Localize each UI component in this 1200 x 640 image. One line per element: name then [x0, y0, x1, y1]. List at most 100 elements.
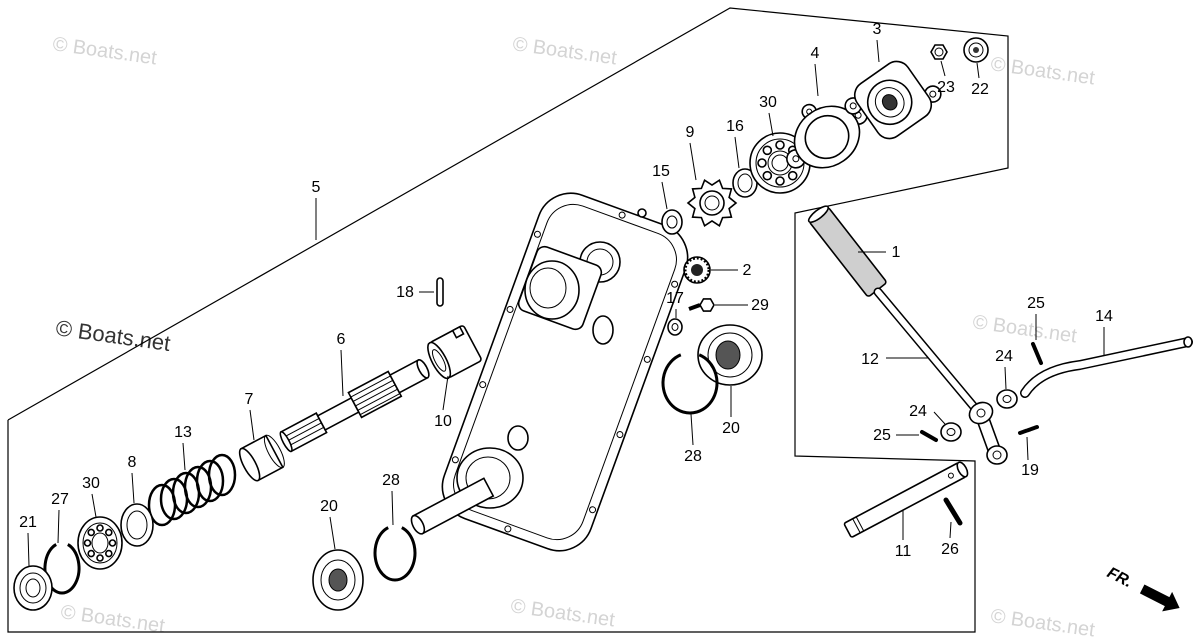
callout-label: 17 [666, 290, 684, 307]
leader-line [391, 490, 394, 526]
callout-label: 28 [684, 448, 702, 465]
leader-line [814, 63, 819, 97]
part-23-nut [930, 44, 948, 60]
callout-labels: 5 3 4 30 16 9 15 23 22 1 2 29 17 18 6 10… [19, 21, 1113, 560]
watermark-text: © Boats.net [511, 33, 618, 69]
leader-line [1026, 436, 1029, 461]
callout-label: 24 [995, 348, 1013, 365]
callout-label: 15 [652, 163, 670, 180]
part-28-snap-ring [373, 526, 417, 582]
callout-label: 4 [811, 45, 820, 62]
callout-label: 16 [726, 118, 744, 135]
watermark-text: © Boats.net [51, 33, 158, 69]
watermark-text: © Boats.net [989, 53, 1096, 89]
part-27-snap-ring [43, 543, 81, 595]
part-9-sprocket [686, 178, 738, 228]
callout-label: 6 [337, 331, 346, 348]
leader-line [690, 413, 694, 446]
callout-label: 22 [971, 81, 989, 98]
watermark-text: © Boats.net [54, 315, 172, 356]
leader-line [734, 136, 740, 169]
callout-label: 21 [19, 514, 37, 531]
part-20-seal [312, 549, 364, 611]
part-6-shaft [279, 358, 430, 453]
part-12-rod [873, 287, 1008, 465]
leader-line [976, 62, 980, 79]
callout-label: 23 [937, 79, 955, 96]
callout-label: 20 [320, 498, 338, 515]
part-15-washer [661, 209, 683, 235]
callout-label: 20 [722, 420, 740, 437]
callout-label: 2 [743, 262, 752, 279]
callout-label: 30 [82, 475, 100, 492]
part-21-seal [13, 565, 53, 611]
callout-label: 13 [174, 424, 192, 441]
leader-line [768, 112, 774, 137]
leader-line [933, 411, 946, 425]
part-28-snap-ring [661, 353, 719, 415]
callout-label: 12 [861, 351, 879, 368]
part-24-washer [996, 389, 1018, 409]
part-17-washer [667, 318, 683, 336]
leader-line [1004, 366, 1007, 390]
leader-line [249, 409, 255, 441]
callout-label: 25 [1027, 295, 1045, 312]
part-2-nut [683, 256, 711, 284]
part-3-cover [844, 60, 942, 140]
callout-label: 25 [873, 427, 891, 444]
callout-label: 7 [245, 391, 254, 408]
callout-label: 30 [759, 94, 777, 111]
leader-line [442, 375, 449, 411]
callout-label: 3 [873, 21, 882, 38]
part-29-bolt [688, 298, 715, 312]
callout-label: 27 [51, 491, 69, 508]
front-direction-arrow-icon [1139, 584, 1180, 612]
watermark-text: © Boats.net [989, 605, 1096, 640]
front-direction-label: FR. [1104, 564, 1135, 591]
part-19-pin [1018, 425, 1039, 435]
callout-label: 11 [895, 543, 912, 560]
part-22-seal [963, 37, 989, 63]
callout-label: 9 [686, 124, 695, 141]
leader-line [940, 60, 946, 77]
callout-label: 24 [909, 403, 927, 420]
leader-line [329, 516, 336, 550]
assembly-outline [7, 7, 1009, 633]
callout-label: 14 [1095, 308, 1113, 325]
part-24-washer [940, 422, 962, 442]
leader-lines [27, 39, 1105, 567]
callout-label: 26 [941, 541, 959, 558]
leader-line [661, 181, 668, 210]
part-25-cotter-pin [920, 430, 938, 442]
part-5-chain-case [410, 192, 689, 552]
part-25-cotter-pin [1031, 342, 1043, 365]
part-26-pin [943, 497, 963, 526]
part-4-gasket [786, 103, 868, 169]
leader-line [91, 493, 97, 518]
part-7-sleeve [238, 434, 285, 482]
callout-label: 28 [382, 472, 400, 489]
part-30-bearing [77, 516, 123, 570]
callout-label: 1 [892, 244, 901, 261]
leader-line [340, 349, 344, 397]
part-10-collar [427, 325, 482, 380]
leader-line [27, 532, 30, 567]
callout-label: 19 [1021, 462, 1039, 479]
callout-label: 18 [396, 284, 414, 301]
leader-line [949, 521, 952, 539]
part-13-spring [147, 453, 237, 527]
part-18-pin [436, 277, 444, 307]
callout-label: 5 [312, 179, 321, 196]
leader-line [131, 472, 135, 504]
part-8-washer [120, 503, 154, 547]
front-direction-indicator: FR. [1104, 564, 1180, 612]
leader-line [57, 509, 60, 544]
leader-line [689, 142, 697, 181]
callout-label: 29 [751, 297, 769, 314]
part-20-seal [697, 324, 763, 386]
callout-label: 10 [434, 413, 452, 430]
part-14-lever [1020, 336, 1193, 398]
leader-line [876, 39, 880, 63]
callout-label: 8 [128, 454, 137, 471]
